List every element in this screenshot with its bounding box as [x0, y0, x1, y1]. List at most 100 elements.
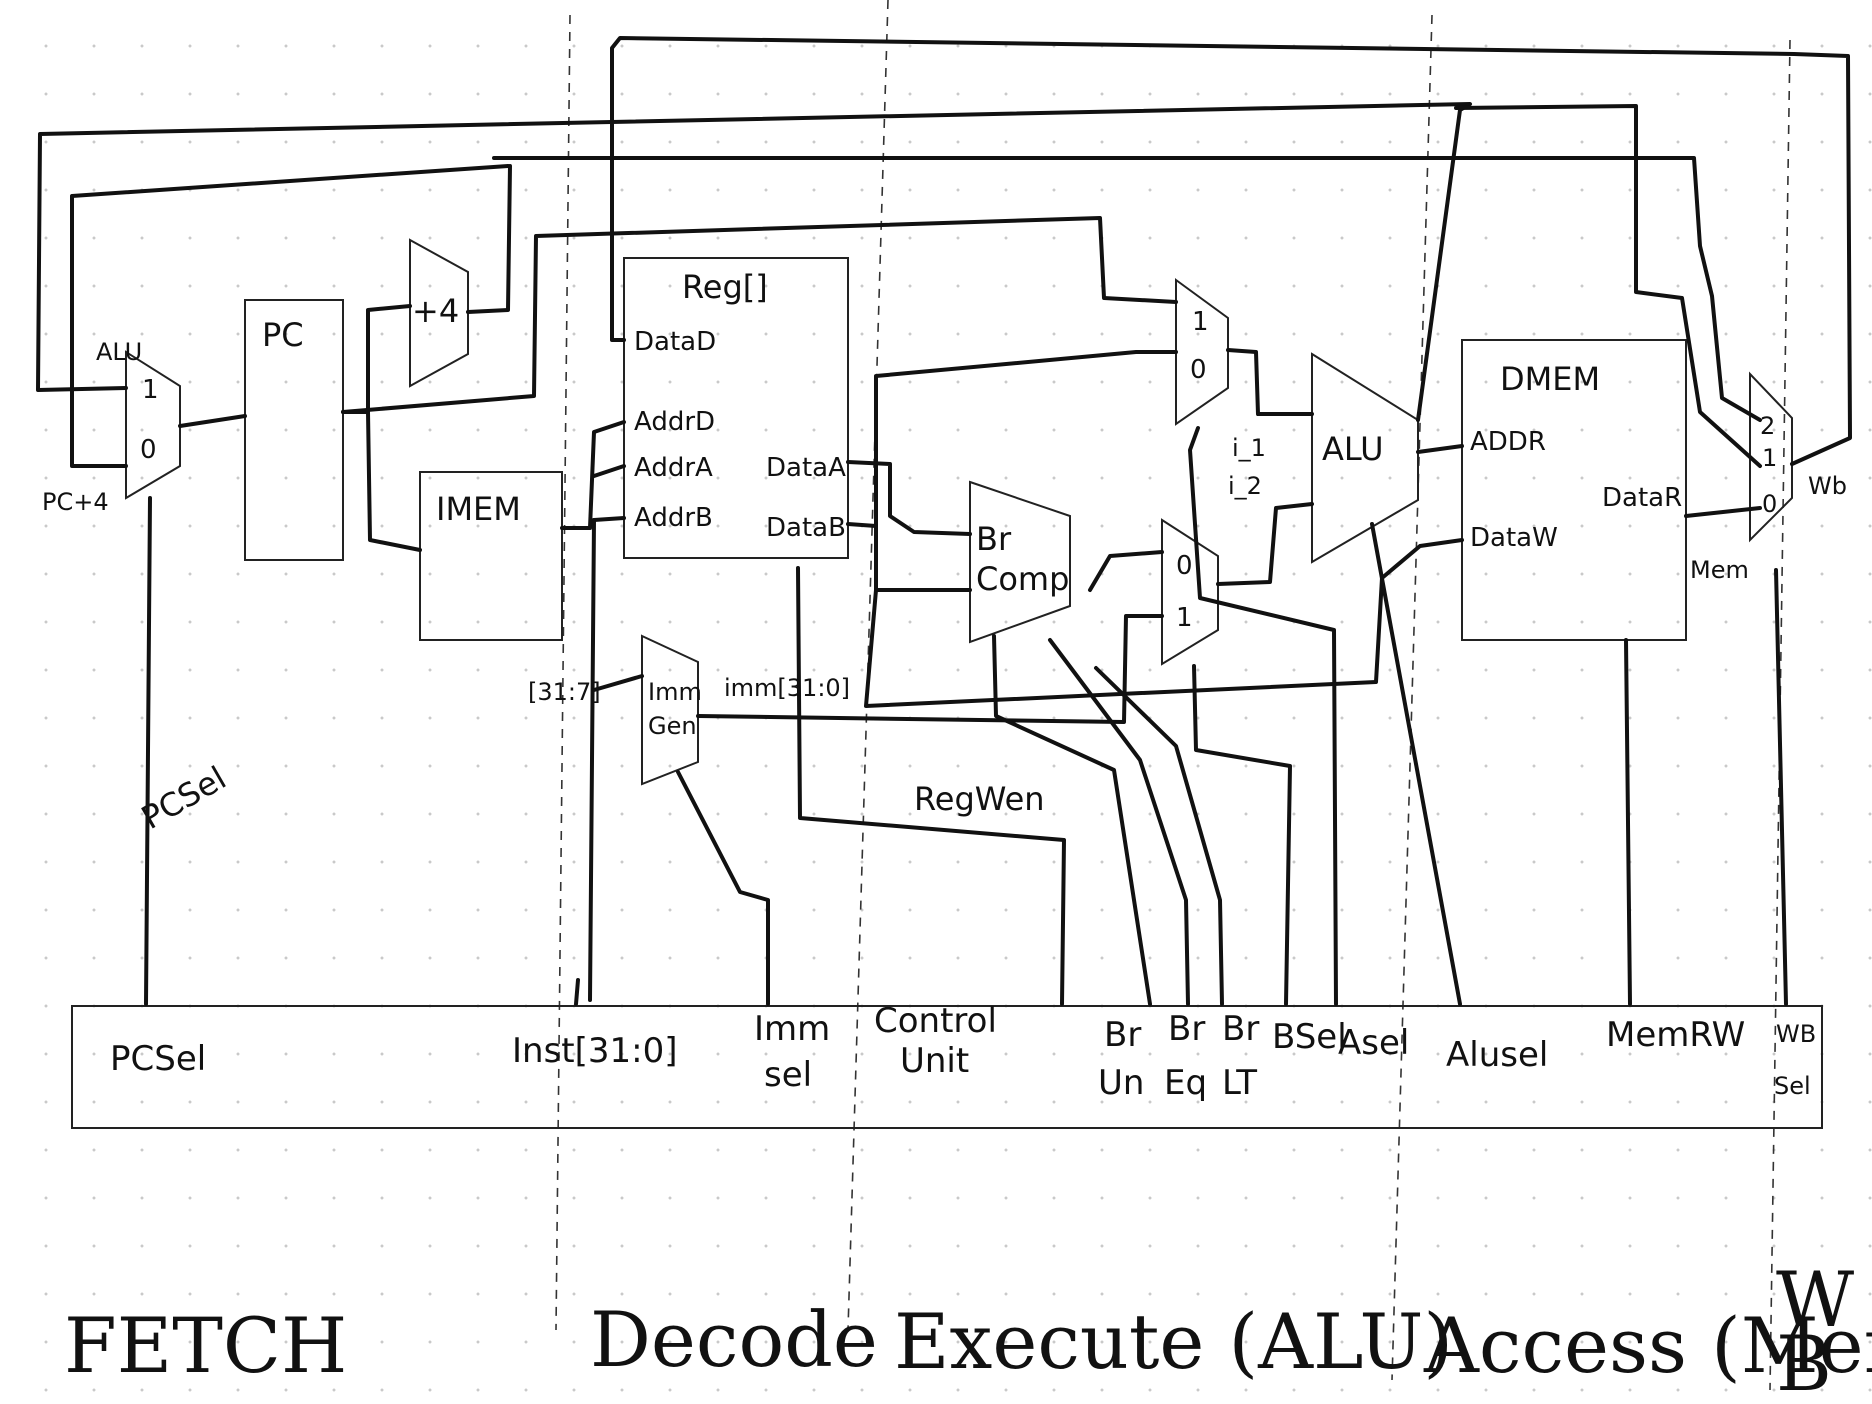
wire-datar-to-wb: [1684, 506, 1762, 518]
dmem-label: DMEM: [1500, 360, 1600, 398]
wb-mux: [1749, 371, 1793, 543]
wbmux-in-0: 0: [1762, 490, 1777, 518]
dmem-dataw-label: DataW: [1470, 523, 1558, 553]
wire-brun: [992, 634, 1152, 1006]
pcmux-in-0: 0: [140, 435, 157, 465]
dmem-datar-label: DataR: [1602, 483, 1682, 513]
pc-label: PC: [262, 316, 304, 354]
dmem-box: [1461, 339, 1687, 641]
pc-register: [244, 299, 344, 561]
ctl-inst: Inst[31:0]: [512, 1031, 678, 1071]
mem-label: Mem: [1690, 556, 1749, 584]
wire-asel: [1188, 426, 1338, 1006]
amux-in-0: 0: [1190, 355, 1207, 385]
pcplus4-label: PC+4: [42, 488, 109, 516]
imm-out-label: imm[31:0]: [724, 674, 850, 702]
wbmux-in-2: 2: [1760, 412, 1775, 440]
wbmux-in-1: 1: [1762, 444, 1777, 472]
wire-pcplus4-to-pc: [70, 164, 510, 468]
stage-wb-2: B: [1776, 1319, 1832, 1404]
wire-wb-to-datad: [610, 36, 1852, 466]
alu-unit: [1311, 352, 1419, 564]
wire-pc-to-amux: [341, 216, 1178, 414]
stage-execute: Execute (ALU): [894, 1297, 1453, 1386]
regfile-box: [623, 257, 849, 559]
control-unit-box: [71, 1005, 1823, 1129]
a-sel-mux: [1175, 278, 1229, 426]
brcomp-label-2: Comp: [976, 560, 1069, 598]
wire-inst-down: [588, 518, 596, 1002]
pc-mux: [125, 350, 181, 500]
bmux-in-1: 1: [1176, 603, 1193, 633]
reg-datab-label: DataB: [766, 513, 846, 543]
ctl-brlt-1: Br: [1222, 1009, 1259, 1049]
wire-pcplus4-to-wb: [492, 156, 1762, 422]
brcomp-label-1: Br: [976, 520, 1012, 558]
wire-alu-to-addr: [1416, 444, 1464, 454]
wire-breq: [1048, 638, 1190, 1006]
wire-alusel: [1370, 522, 1462, 1006]
wire-alu-to-pc: [36, 102, 1472, 422]
reg-addrb-label: AddrB: [634, 503, 713, 533]
wire-pcsel: [144, 496, 152, 1006]
wire-pc-to-plus4: [341, 304, 412, 414]
wire-imm-to-bmux: [696, 614, 1164, 724]
execute-access-separator: [1391, 14, 1433, 1381]
wire-dataa-to-amux: [874, 350, 1178, 592]
ctl-breq-2: Eq: [1164, 1063, 1207, 1103]
access-wb-separator: [1769, 39, 1791, 1391]
reg-datad-label: DataD: [634, 327, 716, 357]
ctl-brlt-2: LT: [1222, 1063, 1257, 1103]
imem-label: IMEM: [436, 490, 521, 528]
stage-wb-1: W: [1776, 1255, 1854, 1344]
wire-plus4-out: [466, 164, 512, 314]
wire-amux-to-alu: [1226, 348, 1314, 416]
ctl-brun-2: Un: [1098, 1063, 1144, 1103]
wire-bsel: [1192, 664, 1292, 1006]
wire-dataa-to-br: [846, 460, 972, 536]
wire-inst-to-immgen: [592, 674, 644, 692]
wire-wbsel: [1774, 568, 1788, 1006]
ctl-wbsel-1: WB: [1776, 1020, 1816, 1048]
amux-in-1: 1: [1192, 307, 1209, 337]
wire-brlt: [1094, 666, 1224, 1006]
regfile-label: Reg[]: [682, 268, 768, 306]
alu-label: ALU: [1322, 430, 1384, 468]
bmux-in-0: 0: [1176, 551, 1193, 581]
reg-addra-label: AddrA: [634, 453, 713, 483]
ctl-asel: Asel: [1338, 1023, 1409, 1063]
immgen-label-2: Gen: [648, 712, 697, 740]
wire-imem-to-reg: [560, 420, 626, 530]
ctl-control-1: Control: [874, 1001, 997, 1041]
imem-box: [419, 471, 563, 641]
wire-inst-bottom: [574, 978, 580, 1006]
plus4-adder: [409, 238, 469, 388]
control-wires: [144, 426, 1788, 1006]
fetch-decode-separator: [555, 14, 571, 1331]
stage-fetch: FETCH: [64, 1301, 347, 1390]
ctl-immsel-2: sel: [764, 1055, 812, 1095]
reg-dataa-label: DataA: [766, 453, 846, 483]
ctl-bsel: BSel: [1272, 1017, 1347, 1057]
ctl-wbsel-2: Sel: [1774, 1072, 1811, 1100]
b-sel-mux: [1161, 518, 1219, 666]
stage-access: Access (Mem): [1423, 1301, 1872, 1390]
immgen-label-1: Imm: [648, 678, 702, 706]
wire-immsel: [676, 770, 770, 1006]
wire-datab-to-dmem: [864, 538, 1464, 708]
wire-datab-to-br: [846, 522, 972, 592]
ctl-brun-1: Br: [1104, 1015, 1141, 1055]
ctl-alusel: Alusel: [1446, 1035, 1548, 1075]
reg-addrd-label: AddrD: [634, 407, 715, 437]
ctl-control-2: Unit: [900, 1041, 969, 1081]
wire-alu-to-wb: [1454, 104, 1762, 468]
ctl-pcsel: PCSel: [110, 1039, 206, 1079]
plus4-label: +4: [412, 292, 459, 330]
inst-bits-label: [31:7]: [528, 678, 601, 706]
alu-in1-label: i_1: [1232, 434, 1266, 462]
alu-feedback-label: ALU: [96, 338, 142, 366]
pcmux-in-1: 1: [142, 375, 159, 405]
stage-decode: Decode: [590, 1295, 878, 1384]
wire-memrw: [1624, 638, 1632, 1006]
